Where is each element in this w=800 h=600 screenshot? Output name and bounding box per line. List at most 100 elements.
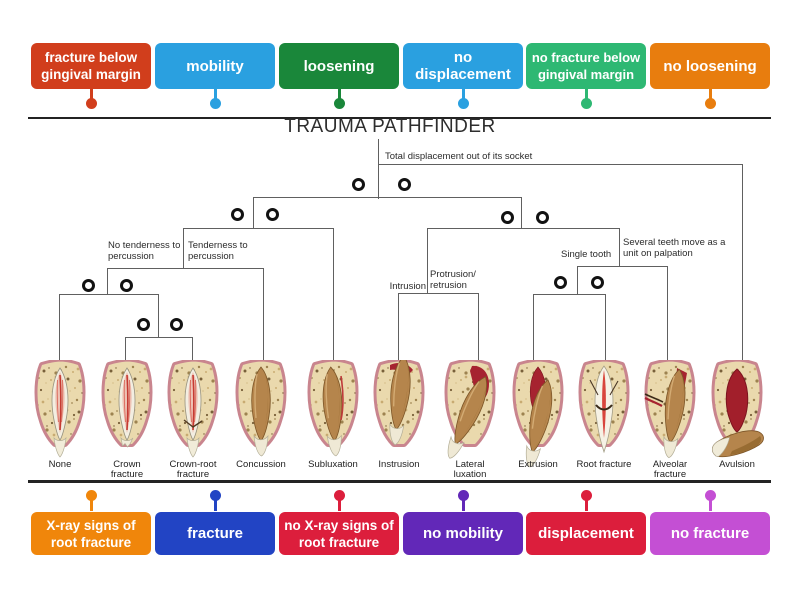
tile-pin-dot	[85, 97, 97, 109]
tile-pin-dot	[333, 489, 345, 501]
tree-line	[398, 293, 479, 294]
answer-tile[interactable]: no loosening	[650, 43, 770, 89]
tooth-figure-lateral-luxation	[437, 358, 503, 465]
answer-tile[interactable]: no X-ray signs of root fracture	[279, 512, 399, 555]
tooth-figure-concussion	[228, 358, 294, 465]
drop-zone[interactable]	[500, 210, 514, 224]
tree-line	[533, 294, 534, 366]
drop-zone[interactable]	[230, 207, 244, 221]
tree-line	[183, 228, 184, 269]
branch-label-protrusion: Protrusion/ retrusion	[430, 269, 476, 291]
page-title: TRAUMA PATHFINDER	[284, 116, 496, 137]
tree-line	[521, 197, 522, 229]
tile-pin	[584, 89, 588, 101]
drop-zone[interactable]	[590, 275, 604, 289]
tile-pin	[213, 499, 217, 511]
answer-tile[interactable]: fracture below gingival margin	[31, 43, 151, 89]
tree-line	[667, 266, 668, 366]
tile-pin-dot	[333, 97, 345, 109]
tree-line	[605, 294, 606, 366]
drop-zone[interactable]	[535, 210, 549, 224]
tooth-figure-crown-root-fracture	[160, 358, 226, 465]
tile-pin-dot	[85, 489, 97, 501]
tooth-label: Lateral luxation	[453, 459, 487, 480]
tooth-label: Crown-root fracture	[169, 459, 217, 480]
tree-line	[125, 337, 193, 338]
drop-zone[interactable]	[553, 275, 567, 289]
tile-pin-dot	[580, 489, 592, 501]
tooth-figure-none	[27, 358, 93, 465]
drop-zone[interactable]	[169, 317, 183, 331]
tooth-label: Alveolar fracture	[652, 459, 688, 480]
branch-label-several-teeth: Several teeth move as a unit on palpatio…	[623, 237, 726, 259]
answer-tile[interactable]: fracture	[155, 512, 275, 555]
tooth-figure-alveolar-fracture	[637, 358, 703, 465]
answer-tile[interactable]: no fracture below gingival margin	[526, 43, 646, 89]
tile-pin	[337, 499, 341, 511]
drop-zone[interactable]	[351, 177, 365, 191]
tile-pin-dot	[457, 97, 469, 109]
tile-pin	[584, 499, 588, 511]
tree-line	[263, 268, 264, 366]
tree-line	[183, 228, 334, 229]
tooth-label: Root fracture	[576, 459, 632, 470]
tree-line	[253, 197, 522, 198]
tile-pin	[461, 499, 465, 511]
tooth-label: Crown fracture	[110, 459, 144, 480]
tile-pin	[708, 499, 712, 511]
tree-line	[378, 164, 743, 165]
tooth-label: Concussion	[236, 459, 286, 470]
tooth-label: Avulsion	[719, 459, 755, 470]
tooth-label: Extrusion	[518, 459, 558, 470]
drop-zone[interactable]	[81, 278, 95, 292]
tile-pin	[708, 89, 712, 101]
answer-tile[interactable]: displacement	[526, 512, 646, 555]
tree-line	[253, 197, 254, 229]
tooth-label: None	[48, 459, 72, 470]
tree-line	[378, 139, 379, 199]
tree-line	[427, 228, 620, 229]
tile-pin	[89, 89, 93, 101]
drop-zone[interactable]	[119, 278, 133, 292]
drop-zone[interactable]	[136, 317, 150, 331]
answer-tile[interactable]: mobility	[155, 43, 275, 89]
tree-line	[59, 294, 60, 366]
tree-line	[533, 294, 606, 295]
tooth-figure-extrusion	[505, 358, 571, 473]
answer-tile[interactable]: X-ray signs of root fracture	[31, 512, 151, 555]
tree-line	[427, 228, 428, 294]
tree-line	[333, 228, 334, 366]
tree-line	[577, 266, 578, 295]
tooth-label: Subluxation	[308, 459, 358, 470]
tile-pin	[213, 89, 217, 101]
tree-line	[59, 294, 159, 295]
tree-line	[398, 293, 399, 366]
answer-tile[interactable]: no mobility	[403, 512, 523, 555]
tile-pin	[89, 499, 93, 511]
answer-tile[interactable]: no displacement	[403, 43, 523, 89]
tree-line	[577, 266, 668, 267]
tooth-figure-avulsion	[704, 358, 770, 467]
tree-line	[158, 294, 159, 338]
drop-zone[interactable]	[265, 207, 279, 221]
tile-pin	[461, 89, 465, 101]
diagram-bottom-border	[28, 480, 771, 483]
tree-line	[619, 228, 620, 267]
tooth-figure-instrusion	[366, 355, 432, 465]
branch-label-no-tenderness: No tenderness to percussion	[108, 240, 181, 262]
drop-zone[interactable]	[397, 177, 411, 191]
tree-line	[192, 337, 193, 366]
tile-pin	[337, 89, 341, 101]
tree-line	[107, 268, 264, 269]
tooth-figure-subluxation	[300, 358, 366, 465]
answer-tile[interactable]: no fracture	[650, 512, 770, 555]
branch-label-tenderness: Tenderness to percussion	[188, 240, 248, 262]
tile-pin-dot	[209, 489, 221, 501]
answer-tile[interactable]: loosening	[279, 43, 399, 89]
tile-pin-dot	[457, 489, 469, 501]
diagram-top-border	[28, 117, 771, 119]
tree-line	[125, 337, 126, 366]
tooth-label: Instrusion	[378, 459, 420, 470]
tile-pin-dot	[580, 97, 592, 109]
